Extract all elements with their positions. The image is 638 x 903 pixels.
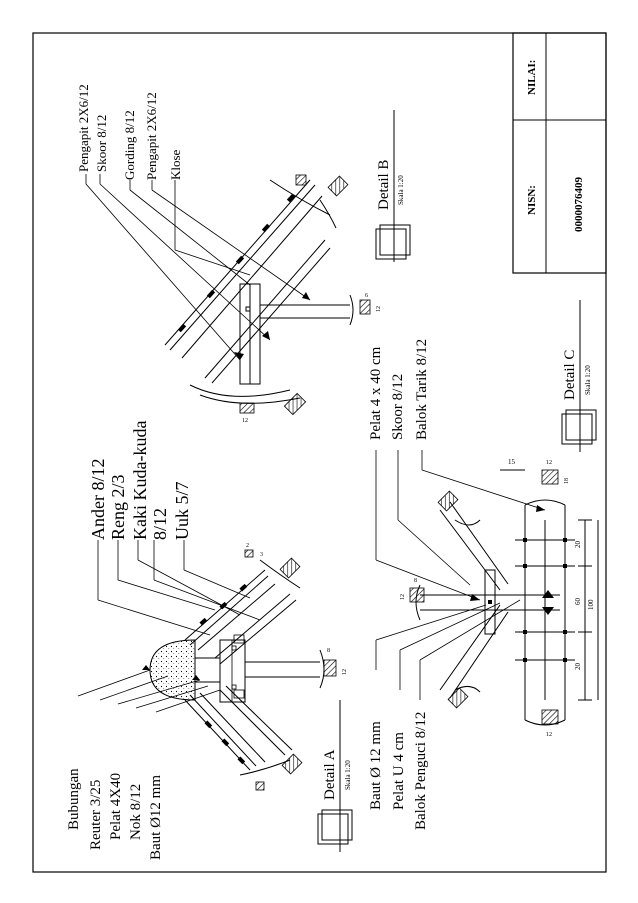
label-skoor-c: Skoor 8/12 — [390, 374, 406, 440]
svg-text:15: 15 — [508, 458, 516, 466]
detail-c-title: Detail C Skala 1:20 — [561, 300, 597, 452]
label-uuk: Uuk 5/7 — [172, 482, 192, 541]
svg-text:12: 12 — [546, 460, 552, 466]
svg-text:Detail B: Detail B — [376, 160, 392, 210]
dim-b-12b: 12 — [242, 418, 248, 424]
detail-a-title: Detail A Skala 1:20 — [317, 700, 353, 852]
label-skoor-b: Skoor 8/12 — [94, 115, 109, 172]
label-pengapit-1: Pengapit 2X6/12 — [76, 84, 91, 172]
svg-text:18: 18 — [564, 478, 570, 484]
svg-text:60: 60 — [574, 598, 582, 606]
svg-text:Skala 1:20: Skala 1:20 — [584, 365, 592, 395]
svg-text:20: 20 — [574, 541, 582, 549]
svg-text:3: 3 — [260, 552, 263, 558]
label-baut-a: Baut Ø12 mm — [148, 775, 164, 860]
detail-b-title: Detail B Skala 1:20 — [375, 110, 411, 262]
dim-b-6: 6 — [365, 293, 368, 299]
svg-text:12: 12 — [342, 669, 348, 675]
svg-text:Detail C: Detail C — [562, 350, 578, 400]
label-balok-tarik: Balok Tarik 8/12 — [414, 339, 430, 440]
detail-a-drawing: Bubungan Reuter 3/25 Pelat 4X40 Nok 8/12… — [66, 421, 353, 860]
svg-text:20: 20 — [574, 663, 582, 671]
svg-text:Detail A: Detail A — [322, 749, 338, 800]
label-bubungan: Bubungan — [66, 768, 82, 830]
label-baut-c: Baut Ø 12 mm — [368, 721, 384, 810]
label-reuter: Reuter 3/25 — [88, 780, 104, 850]
label-pelat-c: Pelat 4 x 40 cm — [368, 346, 384, 440]
svg-text:Skala 1:20: Skala 1:20 — [344, 760, 352, 790]
svg-text:2: 2 — [246, 543, 249, 549]
sheet-border — [32, 32, 607, 873]
label-nok: Nok 8/12 — [128, 784, 144, 840]
svg-text:12: 12 — [546, 732, 552, 738]
label-ander: Ander 8/12 — [88, 459, 108, 540]
label-8-12: 8/12 — [150, 508, 170, 540]
title-block: NISN: 0000076409 NILAI: — [512, 32, 607, 274]
label-pengapit-2: Pengapit 2X6/12 — [144, 92, 159, 180]
svg-text:8: 8 — [414, 578, 417, 584]
svg-text:100: 100 — [587, 599, 595, 610]
detail-c-drawing: 20 60 20 100 15 12 18 12 12 8 — [368, 300, 599, 830]
label-reng: Reng 2/3 — [108, 475, 128, 541]
label-pelat-u: Pelat U 4 cm — [391, 732, 407, 810]
nisn-label: NISN: — [526, 185, 538, 215]
label-pelat-a: Pelat 4X40 — [108, 773, 124, 840]
label-klose: Klose — [168, 149, 183, 180]
nilai-label: NILAI: — [526, 60, 538, 95]
detail-b-drawing: Pengapit 2X6/12 Skoor 8/12 Gording 8/12 … — [76, 84, 411, 424]
svg-text:12: 12 — [400, 594, 406, 600]
svg-text:Skala 1:20: Skala 1:20 — [397, 175, 405, 205]
label-balok-penguci: Balok Penguci 8/12 — [413, 712, 429, 830]
label-kaki-kuda-kuda: Kaki Kuda-kuda — [130, 421, 150, 540]
nisn-value: 0000076409 — [573, 177, 585, 233]
label-gording: Gording 8/12 — [122, 110, 137, 180]
dim-b-12: 12 — [376, 306, 382, 312]
svg-text:8: 8 — [327, 648, 330, 654]
